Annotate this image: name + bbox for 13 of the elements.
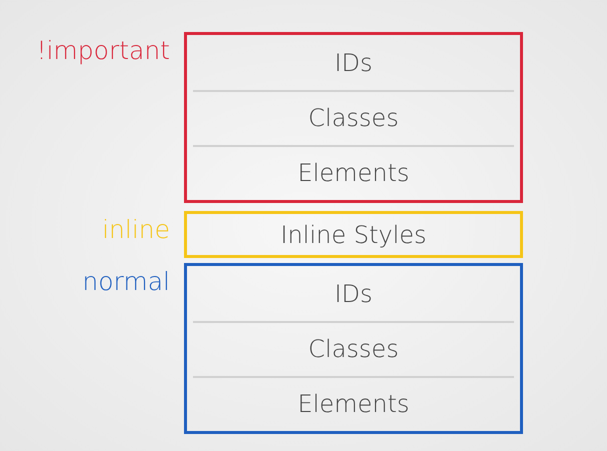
box-text: Inline Styles [280,220,426,248]
row-text: Elements [298,158,410,186]
group-box [184,211,523,258]
group-heading: !important [36,36,170,65]
group-heading: inline [102,215,170,244]
row-text: Classes [308,104,399,132]
row-text: Elements [298,390,410,418]
row-text: IDs [334,280,373,308]
group-box [184,32,523,203]
row-text: Classes [308,334,399,362]
row-text: IDs [334,48,373,76]
group-box [184,263,523,434]
group-heading: normal [82,267,170,296]
